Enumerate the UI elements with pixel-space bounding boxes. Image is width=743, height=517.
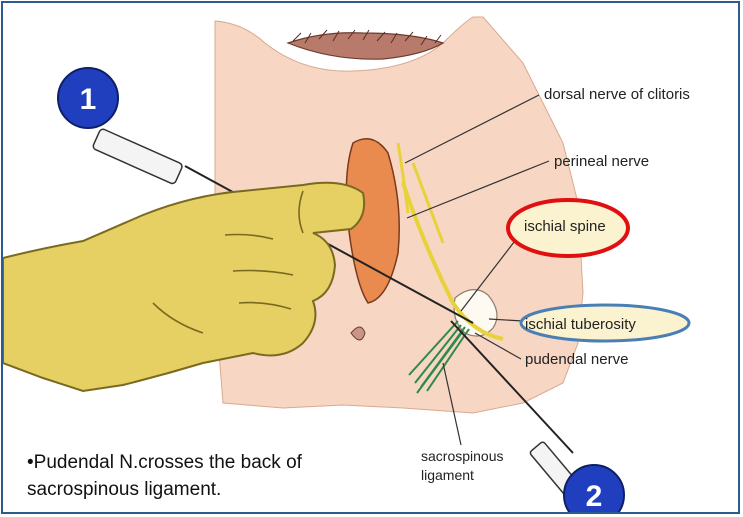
caption-note: •Pudendal N.crosses the back of sacrospi… (27, 449, 327, 503)
label-dorsal-nerve: dorsal nerve of clitoris (544, 86, 690, 103)
badge-1-text: 1 (80, 83, 97, 116)
badge-2: 2 (564, 465, 624, 514)
label-ischial-spine: ischial spine (524, 218, 606, 235)
pudendal-block-illustration: dorsal nerve of clitoris perineal nerve … (3, 3, 740, 514)
caption-line-2: sacrospinous ligament. (27, 476, 327, 503)
label-ischial-tuberosity: ischial tuberosity (525, 316, 636, 333)
label-pudendal-nerve: pudendal nerve (525, 351, 628, 368)
badge-1: 1 (58, 68, 118, 128)
badge-2-text: 2 (586, 480, 603, 513)
caption-line-1: •Pudendal N.crosses the back of (27, 449, 327, 476)
label-sacrospinous-line2: ligament (421, 467, 474, 483)
label-perineal-nerve: perineal nerve (554, 153, 649, 170)
label-sacrospinous-line1: sacrospinous (421, 448, 504, 464)
